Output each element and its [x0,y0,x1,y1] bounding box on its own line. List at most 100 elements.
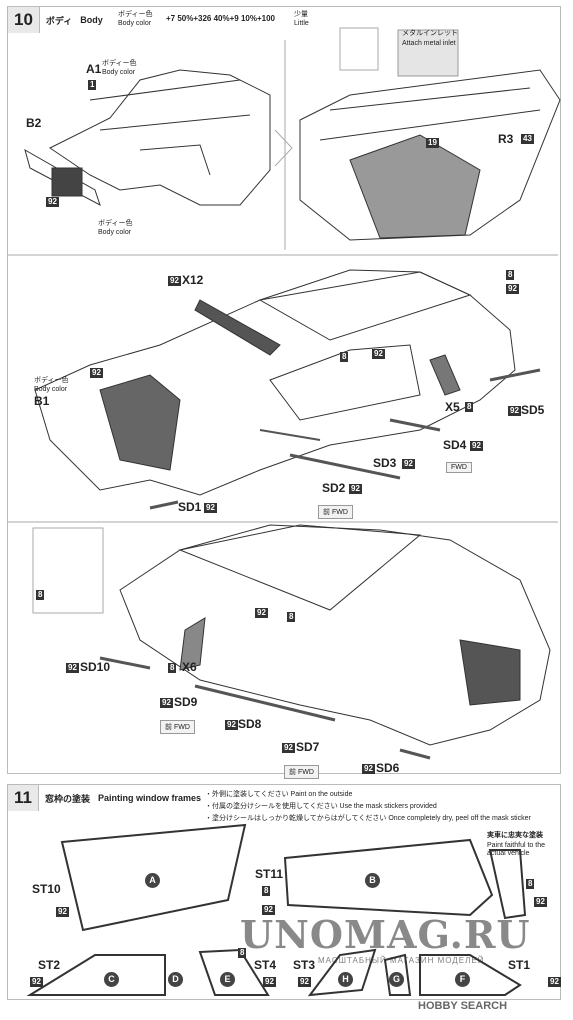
paint-code: 92 [372,349,385,359]
label-r3: R3 [498,132,514,146]
note-2: ・付属の塗分けシールを使用してください Use the mask sticker… [205,803,437,810]
window-e: E [220,972,235,987]
label-sd9: SD9 [174,695,198,709]
paint-code: 92 [298,977,311,987]
paint-code: 92 [225,720,238,730]
part-code: 8 [506,270,515,280]
window-g: G [389,972,404,987]
part-code: 8 [340,352,349,362]
faithful-en: Paint faithful to the actual vehicle [487,842,545,857]
part-code: 8 [168,663,177,673]
step-title-en: Body [80,15,103,25]
label-st1: ST1 [508,958,531,972]
paint-code: 92 [263,977,276,987]
part-code: 8 [262,886,271,896]
window-c: C [104,972,119,987]
paint-code: 92 [46,197,59,207]
note-3: ・塗分けシールはしっかり乾燥してからはがしてください Once complete… [205,815,531,822]
paint-code: 92 [30,977,43,987]
window-a: A [145,873,160,888]
window-h: H [338,972,353,987]
body-color-jp: ボディー色 [98,220,133,227]
label-sd5: SD5 [521,403,545,417]
paint-code: 92 [402,459,415,469]
label-sd8: SD8 [238,717,262,731]
paint-note-en: Body color [118,20,152,27]
part-code: 8 [238,948,247,958]
paint-code: 92 [506,284,519,294]
body-color-jp: ボディー色 [102,60,137,67]
note-1: ・外側に塗装してください Paint on the outside [205,791,353,798]
label-st2: ST2 [38,958,61,972]
part-code: 8 [36,590,45,600]
paint-code: 92 [349,484,362,494]
label-sd10: SD10 [80,660,111,674]
step-title-jp: ボディ [45,15,73,26]
fwd-indicator: 前 FWD [160,720,195,734]
paint-code: 92 [262,905,275,915]
paint-code: 92 [470,441,483,451]
body-color-en: Body color [98,229,132,236]
label-x5: X5 [445,400,460,414]
watermark: UNOMAG.RU [240,912,531,957]
window-f: F [455,972,470,987]
paint-code: 92 [90,368,103,378]
label-sd1: SD1 [178,500,202,514]
body-color-en: Body color [102,69,136,76]
step-title-jp: 窓枠の塗装 [44,793,90,804]
paint-code: 92 [255,608,268,618]
label-st10: ST10 [32,882,61,896]
paint-code: 92 [362,764,375,774]
label-st11: ST11 [255,867,284,881]
step11-frame: 11 窓枠の塗装 Painting window frames [7,784,561,1000]
paint-code: 92 [66,663,79,673]
paint-code: 92 [282,743,295,753]
paint-code: 92 [160,698,173,708]
watermark-sub: МАСШТАБНЫЙ МАГАЗИН МОДЕЛЕЙ [318,956,485,965]
paint-code: 92 [508,406,521,416]
part-code: 8 [526,879,535,889]
part-code: 8 [287,612,296,622]
step11-header: 11 窓枠の塗装 Painting window frames [8,785,201,811]
paint-note-jp: ボディー色 [118,11,153,18]
step-title-en: Painting window frames [98,793,202,803]
label-sd4: SD4 [443,438,467,452]
window-d: D [168,972,183,987]
paint-code: 92 [548,977,561,987]
part-code: 8 [465,402,474,412]
label-sd3: SD3 [373,456,397,470]
part-code: 19 [426,138,439,148]
body-color-jp: ボディー色 [34,377,69,384]
hobby-search-logo: HOBBY SEARCH [418,1000,508,1012]
label-b1: B1 [34,394,50,408]
part-code: 43 [521,134,534,144]
fwd-indicator: 前 FWD [318,505,353,519]
step-number: 10 [8,7,40,33]
little-en: Little [294,20,309,27]
inlet-en: Attach metal inlet [402,40,456,47]
paint-code: 92 [56,907,69,917]
fwd-indicator: 前 FWD [284,765,319,779]
label-x6: X6 [182,660,197,674]
label-sd6: SD6 [376,761,400,775]
paint-code: 92 [534,897,547,907]
label-a1: A1 [86,62,102,76]
window-b: B [365,873,380,888]
fwd-indicator: FWD [446,462,472,473]
inlet-jp: メタルインレット [402,30,458,37]
paint-code: 1 [88,80,97,90]
paint-code: 92 [204,503,217,513]
label-sd2: SD2 [322,481,346,495]
little-jp: 少量 [294,11,308,18]
step10-header: 10 ボディ Body ボディー色 Body color +7 50%+326 … [8,7,309,33]
label-b2: B2 [26,116,42,130]
label-x12: X12 [182,273,204,287]
step-number: 11 [8,785,39,811]
label-sd7: SD7 [296,740,320,754]
body-color-en: Body color [34,386,68,393]
label-st4: ST4 [254,958,277,972]
faithful-jp: 実車に忠実な塗装 [487,832,543,839]
label-st3: ST3 [293,958,316,972]
paint-code: 92 [168,276,181,286]
